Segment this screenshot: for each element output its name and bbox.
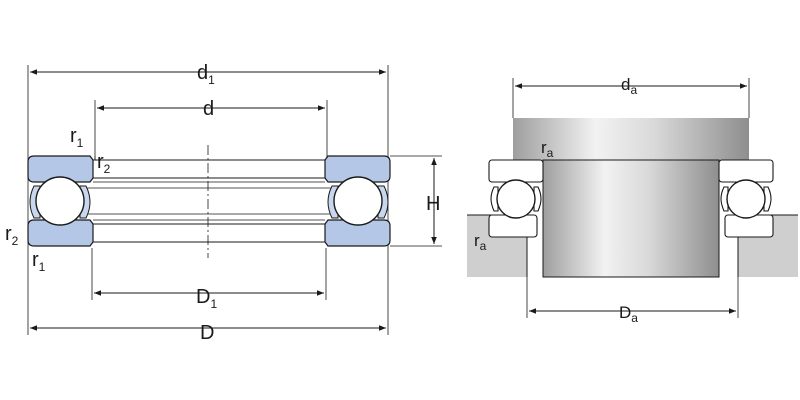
left-cross-section [27,65,442,335]
label-d: d [203,98,214,120]
ball-right [333,176,383,226]
mount-shaft-washer-left [488,159,544,183]
label-da: da [621,75,637,97]
label-ra-bottom: ra [474,231,487,253]
ball-left [35,176,85,226]
housing-washer-right [324,219,391,247]
label-r1-bottom: r1 [32,249,46,274]
label-h: H [426,193,440,215]
label-r2-top: r2 [97,151,111,176]
shaft-washer-right [324,155,391,183]
label-r1-top: r1 [70,125,84,150]
mount-shaft-washer-right [718,159,774,183]
label-da-outer: Da [619,303,638,325]
housing-washer-left [27,219,94,247]
label-d-outer: D [200,322,214,344]
label-d1: d1 [197,62,215,87]
label-d1-outer: D1 [196,286,217,311]
shaft-lower [542,159,720,278]
right-mounting-view [467,78,798,318]
label-ra-top: ra [541,138,554,160]
mount-ball-right [726,179,766,219]
mount-ball-left [496,179,536,219]
label-r2-left: r2 [5,223,19,248]
shaft-upper [513,118,749,160]
